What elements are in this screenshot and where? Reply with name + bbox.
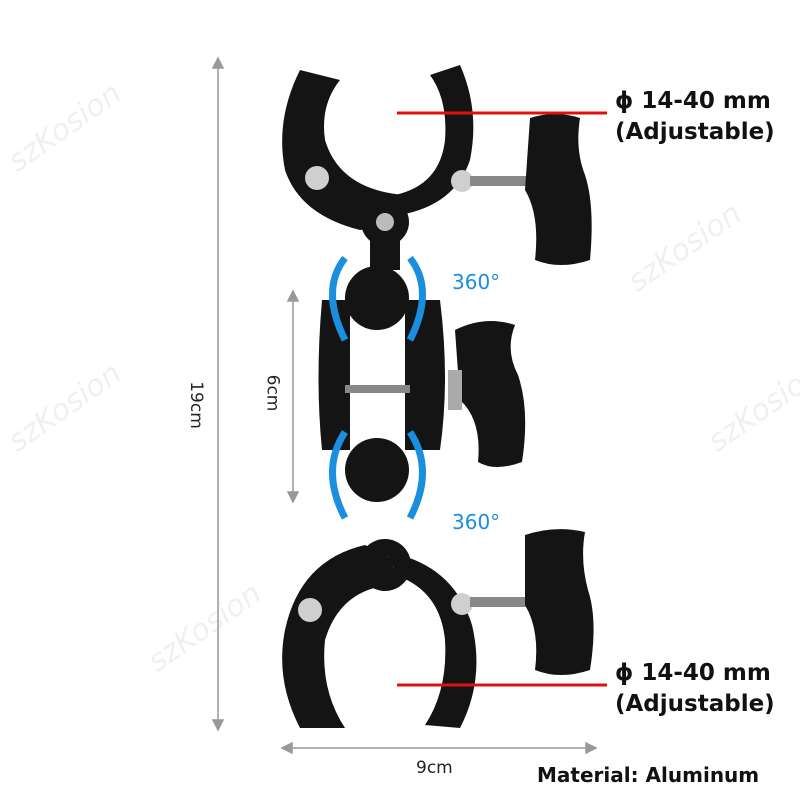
top-clamp — [282, 65, 592, 270]
dimension-lines — [211, 56, 598, 755]
height-dimension-label: 19cm — [185, 381, 206, 429]
bottom-clamp — [282, 529, 594, 728]
lower-rotation-label: 360° — [452, 510, 501, 534]
bottom-clamp-note: (Adjustable) — [615, 691, 775, 717]
arm-dimension-label: 6cm — [262, 374, 283, 412]
material-label: Material: Aluminum — [537, 763, 760, 787]
top-clamp-note: (Adjustable) — [615, 119, 775, 145]
top-clamp-diameter: ϕ 14-40 mm — [615, 88, 771, 114]
diameter-markers — [397, 111, 607, 687]
bottom-clamp-diameter: ϕ 14-40 mm — [615, 660, 771, 686]
width-dimension-label: 9cm — [416, 758, 453, 778]
rotation-arrows — [329, 255, 426, 520]
upper-rotation-label: 360° — [452, 270, 501, 294]
